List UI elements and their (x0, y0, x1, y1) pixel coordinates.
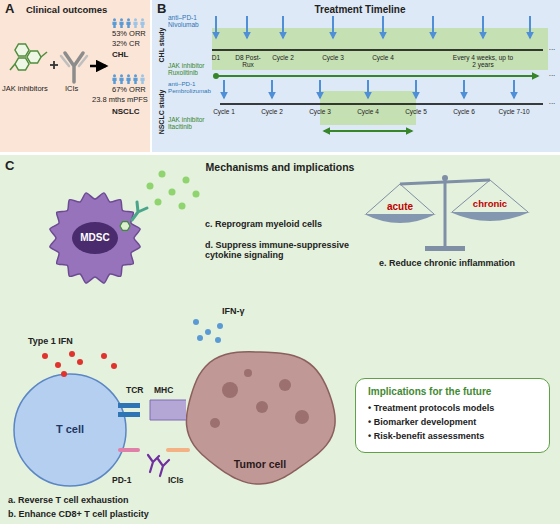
cell-label: Tumor cell (234, 458, 286, 471)
label-text: D1 (212, 54, 220, 61)
label-text: Cycle 4 (357, 108, 379, 115)
result-arrow (90, 65, 106, 68)
timeline-axis (220, 103, 543, 105)
label-text: JAK inhibitor Ruxolitinib (168, 62, 212, 77)
label-text: Cycle 3 (309, 108, 331, 115)
antibody-icon (61, 53, 87, 82)
panel-title: Treatment Timeline (315, 4, 406, 16)
label-text: D8 Post-Rux (232, 54, 264, 69)
balance-scale (364, 175, 530, 251)
plus-sign (50, 61, 58, 69)
panel-letter: B (157, 2, 166, 17)
list-item: • Biomarker development (368, 417, 539, 428)
cell: Tumor cell (182, 345, 338, 485)
molecule-icon (10, 44, 47, 70)
label-text: CHL study (158, 28, 166, 63)
label-text: c. Reprogram myeloid cells (205, 219, 322, 229)
label-text: a. Reverse T cell exhaustion (8, 495, 129, 505)
label-text: MHC (154, 386, 173, 396)
label-text: 23.8 mths mPFS (92, 96, 148, 105)
patient-icons (112, 18, 144, 84)
label-text: TCR (126, 386, 143, 396)
panel-title: Mechanisms and implications (206, 161, 355, 173)
label-text: ICIs (65, 85, 78, 94)
dose-arrows (216, 16, 530, 38)
label-text: anti–PD-1 Nivolumab (168, 14, 210, 29)
label-text: NSCLC study (158, 90, 166, 135)
list-item: • Risk-benefit assessments (368, 431, 539, 442)
label-text: Every 4 weeks, up to 2 years (452, 54, 514, 69)
label-text: ... (549, 43, 556, 52)
label-text: b. Enhance CD8+ T cell plasticity (8, 509, 149, 519)
tcr-mhc (118, 400, 186, 420)
jak-span-arrow (324, 130, 412, 132)
mdsc-receptor (120, 202, 147, 230)
jak-line (216, 75, 538, 77)
cell-label: MDSC (80, 232, 109, 244)
dose-arrows (224, 80, 514, 98)
label-text: e. Reduce chronic inflammation (379, 258, 515, 268)
list-item: • Treatment protocols models (368, 403, 539, 414)
box-title: Implications for the future (368, 386, 539, 398)
label-text: ... (549, 69, 556, 78)
ifn-dots (42, 351, 117, 377)
panel-letter: A (5, 2, 14, 17)
panel: C Mechanisms and implicationsMDSC T cellTu… (0, 155, 560, 524)
label-text: JAK inhibitor Itacitinib (168, 116, 212, 131)
cell-label: T cell (56, 423, 84, 436)
label-text: Cycle 2 (261, 108, 283, 115)
label-text: Cycle 4 (372, 54, 394, 61)
info-box: Implications for the future • Treatment p… (355, 378, 550, 453)
label-text: IFN-γ (222, 306, 245, 316)
label-text: d. Suppress immune-suppressive cytokine … (205, 240, 375, 261)
label-text: 32% CR (112, 40, 140, 49)
label-text: PD-1 (112, 476, 131, 486)
panel-title: Clinical outcomes (26, 5, 107, 16)
pd1-icis (120, 450, 188, 476)
label-text: Cycle 3 (322, 54, 344, 61)
treatment-band (212, 28, 548, 70)
label-text: ICIs (168, 476, 184, 486)
label-text: acute (387, 201, 413, 213)
cell: MDSC (45, 188, 145, 288)
label-text: Cycle 1 (213, 108, 235, 115)
cell: T cell (12, 372, 128, 488)
label-text: Cycle 7-10 (498, 108, 529, 115)
label-text: NSCLC (112, 107, 140, 116)
cytokine-dots (147, 171, 200, 210)
label-text: Cycle 6 (453, 108, 475, 115)
label-text: JAK inhibitors (2, 85, 48, 94)
panel-letter: C (5, 159, 14, 174)
label-text: CHL (112, 50, 128, 59)
label-text: Cycle 2 (272, 54, 294, 61)
label-text: chronic (473, 199, 507, 210)
label-text: Cycle 5 (405, 108, 427, 115)
timeline-axis (212, 49, 543, 51)
label-text: Type 1 IFN (28, 336, 73, 346)
label-text: ... (549, 97, 556, 106)
ifn-gamma-dots (193, 319, 223, 343)
label-text: anti–PD-1 Pembrolizumab (168, 80, 216, 94)
label-text: 67% ORR (112, 86, 146, 95)
label-text: 53% ORR (112, 30, 146, 39)
